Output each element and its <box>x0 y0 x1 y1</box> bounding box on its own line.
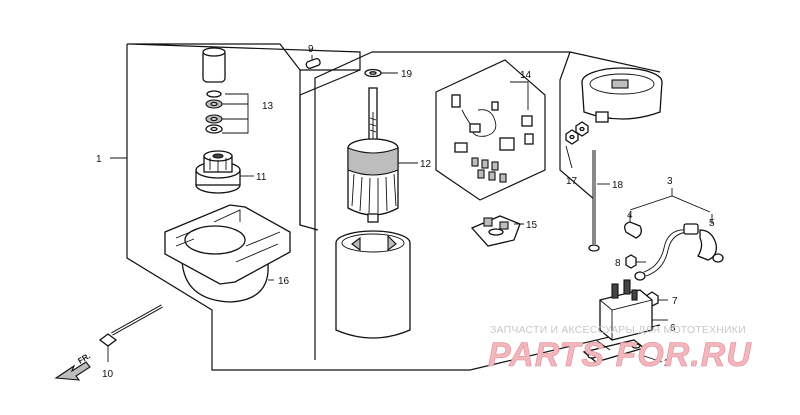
callout-numbers: 1 2 3 4 5 6 7 8 9 10 11 12 13 14 15 16 1… <box>96 44 715 380</box>
callout-4: 4 <box>627 210 633 221</box>
solenoid-switch <box>599 279 668 341</box>
callout-6: 6 <box>670 323 676 334</box>
pinion-gear <box>195 150 241 194</box>
callout-2: 2 <box>664 358 670 369</box>
small-pin <box>305 55 321 69</box>
callout-17: 17 <box>566 176 578 187</box>
assembly-frame <box>126 43 661 371</box>
sleeve-and-washers <box>202 47 249 134</box>
nuts <box>565 121 589 169</box>
brush-kit-outline <box>435 59 546 201</box>
callout-10: 10 <box>102 369 114 380</box>
brush-holder-plate <box>470 215 524 247</box>
through-bolt <box>98 304 163 362</box>
starter-cable <box>624 188 724 281</box>
callout-14: 14 <box>520 70 532 81</box>
callout-15: 15 <box>526 220 538 231</box>
callout-12: 12 <box>420 159 432 170</box>
watermark-logo: PARTS FOR.RU <box>488 336 752 374</box>
small-nut <box>625 254 646 269</box>
callout-7: 7 <box>672 296 678 307</box>
rear-cover <box>581 67 663 123</box>
long-screw <box>588 150 610 252</box>
brush-parts <box>451 81 534 183</box>
mounting-clamp <box>582 339 663 363</box>
callout-13: 13 <box>262 101 274 112</box>
direction-label: FR. <box>76 351 92 365</box>
front-direction-arrow: FR. <box>54 351 92 381</box>
watermark-caption: ЗАПЧАСТИ И АКСЕССУАРЫ ДЛЯ МОТОТЕХНИКИ <box>490 324 746 336</box>
callout-1: 1 <box>96 154 102 165</box>
callout-19: 19 <box>401 69 413 80</box>
callout-9: 9 <box>308 44 314 55</box>
callout-16: 16 <box>278 276 290 287</box>
callout-3: 3 <box>667 176 673 187</box>
callout-11: 11 <box>256 172 267 183</box>
motor-yoke <box>335 230 411 339</box>
callout-8: 8 <box>615 258 621 269</box>
callout-5: 5 <box>709 218 715 229</box>
front-housing <box>164 204 291 303</box>
washer <box>364 68 398 78</box>
callout-leaders <box>110 157 611 351</box>
callout-18: 18 <box>612 180 624 191</box>
armature <box>347 87 418 223</box>
watermark: ЗАПЧАСТИ И АКСЕССУАРЫ ДЛЯ МОТОТЕХНИКИ PA… <box>488 324 752 374</box>
